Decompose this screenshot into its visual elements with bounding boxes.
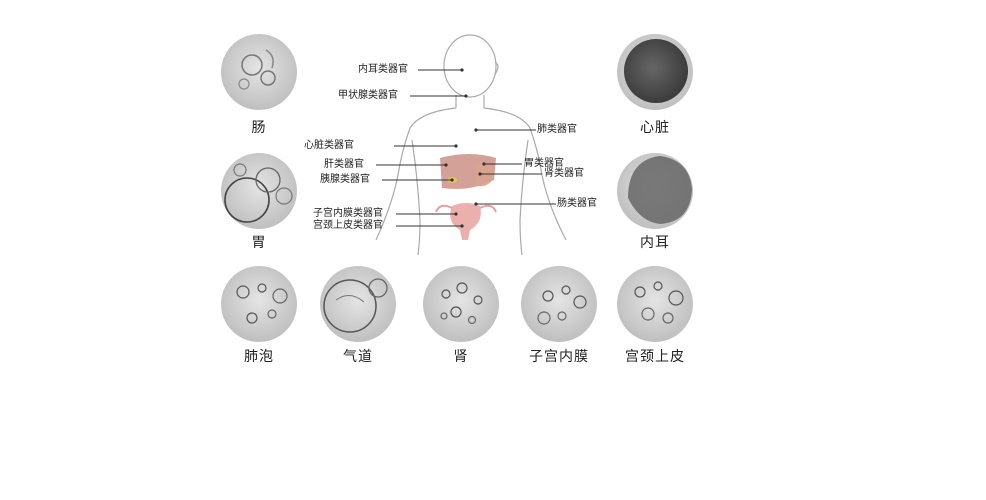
fallopian-tubes bbox=[435, 204, 497, 213]
label-thyroid-organoid: 甲状腺类器官 bbox=[338, 90, 398, 101]
caption-airway: 气道 bbox=[343, 349, 373, 365]
head-outline bbox=[443, 34, 497, 98]
micrograph-endometrium bbox=[521, 266, 597, 342]
label-endometrium-organoid: 子宫内膜类器官 bbox=[313, 208, 383, 219]
caption-inner-ear: 内耳 bbox=[640, 235, 670, 251]
torso-outline bbox=[375, 107, 567, 256]
micrograph-intestine bbox=[221, 34, 297, 110]
caption-stomach: 胃 bbox=[251, 235, 267, 251]
label-inner-ear-organoid: 内耳类器官 bbox=[358, 64, 408, 75]
micrograph-inner-ear bbox=[617, 153, 693, 229]
micrograph-airway bbox=[320, 266, 396, 342]
label-liver-organoid: 肝类器官 bbox=[324, 159, 364, 170]
ear-outline bbox=[494, 61, 499, 75]
leader-lines bbox=[376, 69, 556, 227]
label-cervical-organoid: 宫颈上皮类器官 bbox=[313, 220, 383, 231]
caption-cervical-epithelium: 宫颈上皮 bbox=[625, 349, 685, 365]
micrograph-stomach bbox=[221, 153, 297, 229]
label-intestine-organoid: 肠类器官 bbox=[557, 198, 597, 209]
caption-alveoli: 肺泡 bbox=[244, 349, 274, 365]
uterus-shape bbox=[450, 203, 481, 240]
micrograph-cervical-epithelium bbox=[617, 266, 693, 342]
label-lung-organoid: 肺类器官 bbox=[537, 124, 577, 135]
micrograph-alveoli bbox=[221, 266, 297, 342]
micrograph-kidney bbox=[423, 266, 499, 342]
caption-kidney: 肾 bbox=[453, 349, 469, 365]
caption-endometrium: 子宫内膜 bbox=[529, 349, 589, 365]
micrograph-heart bbox=[617, 34, 693, 110]
label-pancreas-organoid: 胰腺类器官 bbox=[320, 174, 370, 185]
neck-outline bbox=[455, 95, 485, 108]
caption-intestine: 肠 bbox=[251, 120, 267, 136]
label-stomach-organoid: 胃类器官 bbox=[524, 158, 564, 169]
caption-heart: 心脏 bbox=[640, 120, 670, 136]
label-heart-organoid: 心脏类器官 bbox=[304, 140, 354, 151]
leader-dots bbox=[444, 68, 486, 228]
label-kidney-organoid: 肾类器官 bbox=[544, 168, 584, 179]
